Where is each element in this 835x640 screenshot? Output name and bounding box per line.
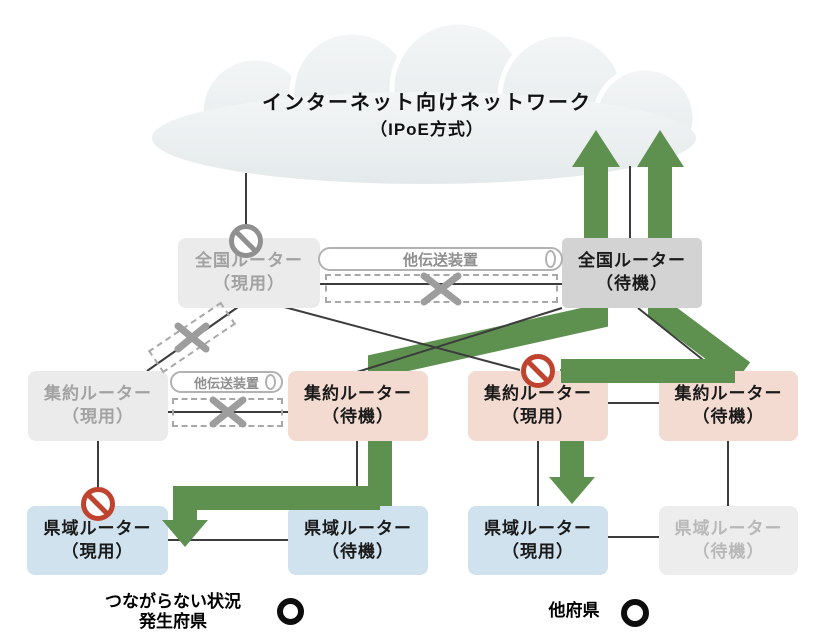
failed-link-box-top [325, 274, 558, 303]
reroute-green-path [173, 166, 751, 521]
node-state: （現用） [213, 274, 285, 293]
node-label: 全国ルーター [578, 251, 686, 271]
equipment-label: 他伝送装置 [402, 251, 478, 269]
cylinder-end-icon [545, 250, 556, 268]
cylinder-end-icon [265, 374, 276, 390]
node-shuyaku-active-left: 集約ルーター （現用） [28, 371, 168, 441]
down-arrow-icon [162, 520, 208, 547]
legend-text: 他府県 [548, 601, 600, 620]
cloud-title: インターネット向けネットワーク [262, 92, 592, 114]
green-arrowheads [549, 130, 684, 504]
cloud-subtitle: （IPoE方式） [370, 120, 484, 139]
node-zenkoku-standby: 全国ルーター （待機） [562, 238, 702, 308]
node-state: （待機） [692, 407, 765, 426]
node-keniki-standby-left: 県域ルーター （待機） [288, 506, 428, 575]
prohibition-icon [521, 354, 555, 388]
prohibition-icon [81, 487, 115, 521]
node-state: （現用） [502, 407, 574, 426]
down-arrow-icon [549, 477, 595, 504]
prohibition-icon [229, 224, 263, 258]
node-label: 集約ルーター [44, 384, 152, 404]
equipment-label: 他伝送装置 [193, 375, 259, 391]
node-state: （現用） [502, 541, 574, 561]
node-label: 県域ルーター [674, 518, 783, 538]
node-state: （待機） [692, 541, 765, 561]
circle-mark-icon [621, 599, 649, 627]
node-keniki-active-right: 県域ルーター （現用） [468, 506, 608, 575]
node-state: （待機） [322, 541, 394, 561]
circle-mark-icon [277, 598, 304, 625]
up-arrow-icon [637, 130, 684, 167]
node-label: 集約ルーター [304, 384, 412, 404]
equipment-capsule-top: 他伝送装置 [318, 247, 563, 271]
legend-other-prefectures: 他府県 [509, 601, 639, 621]
node-state: （現用） [61, 541, 134, 561]
legend-text: つながらない状況 [105, 592, 241, 611]
node-keniki-standby-right: 県域ルーター （待機） [659, 506, 798, 575]
node-state: （待機） [596, 274, 668, 293]
failed-link-box-diagonal [147, 301, 237, 374]
node-shuyaku-standby-left: 集約ルーター （待機） [288, 371, 428, 441]
node-shuyaku-standby-right: 集約ルーター （待機） [659, 371, 798, 441]
equipment-capsule-mid: 他伝送装置 [170, 371, 283, 393]
node-label: 県域ルーター [304, 518, 412, 538]
node-label: 県域ルーター [484, 518, 592, 538]
legend-affected-prefecture: つながらない状況 発生府県 [58, 592, 288, 633]
green-path-left [173, 166, 608, 521]
node-label: 県域ルーター [43, 518, 152, 538]
node-label: 集約ルーター [674, 384, 783, 404]
reroute-green-path-front [173, 359, 735, 521]
legend-text: 発生府県 [139, 612, 207, 632]
node-state: （待機） [322, 407, 394, 426]
node-state: （現用） [62, 407, 134, 426]
failed-link-box-mid [172, 398, 283, 427]
